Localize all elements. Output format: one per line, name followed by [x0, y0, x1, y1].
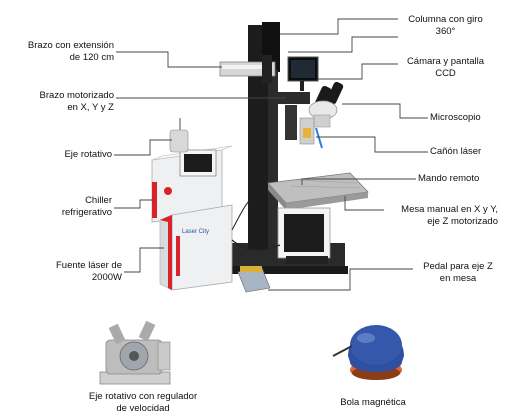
microscope [308, 81, 344, 128]
label-brazo-ext: Brazo con extensión de 120 cm [27, 40, 114, 63]
label-mando: Mando remoto [418, 173, 480, 184]
laser-source-cabinet [159, 204, 233, 291]
label-camara: Cámara y pantalla CCD [406, 56, 485, 79]
label-bola: Bola magnética [340, 397, 406, 408]
label-chiller: Chiller refrigerativo [61, 195, 112, 218]
chiller-unit [151, 118, 233, 223]
machine [151, 22, 369, 293]
label-pedal: Pedal para eje Z en mesa [423, 261, 493, 284]
label-eje-rot: Eje rotativo [64, 149, 112, 160]
label-brazo-mot: Brazo motorizado en X, Y y Z [39, 90, 114, 113]
foot-pedal [237, 266, 271, 293]
laser-cannon [299, 117, 323, 149]
label-fuente: Fuente láser de 2000W [55, 260, 122, 283]
brand-label: Laser City [182, 229, 210, 235]
motorized-arm [270, 92, 310, 104]
leader-lines [114, 18, 428, 291]
table-stand [277, 207, 331, 264]
xy-table [267, 172, 369, 210]
label-mesa: Mesa manual en X y Y, eje Z motorizado [401, 204, 498, 227]
ccd-screen [287, 56, 319, 91]
label-microscopio: Microscopio [430, 112, 481, 123]
label-canon: Cañón láser [430, 146, 482, 157]
extension-arm [219, 55, 276, 83]
rotary-axis [99, 320, 171, 385]
magnetic-ball [332, 325, 404, 380]
label-eje-reg: Eje rotativo con regulador de velocidad [88, 391, 198, 414]
label-columna: Columna con giro 360° [408, 14, 483, 37]
